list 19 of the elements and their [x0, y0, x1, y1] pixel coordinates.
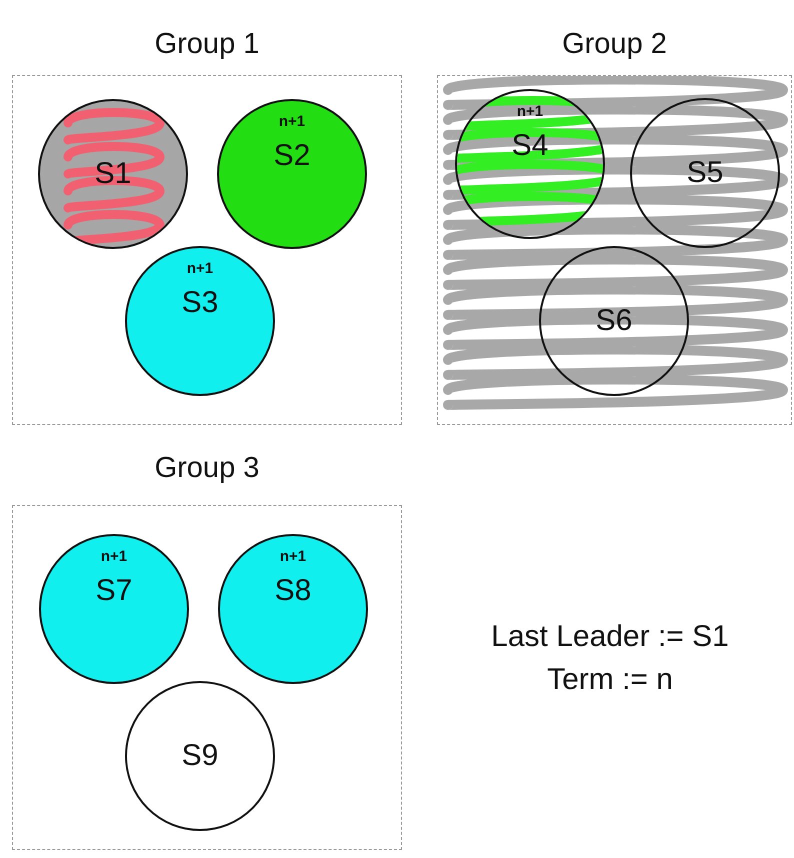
note-text: Term := n — [546, 663, 674, 697]
circle-node — [455, 89, 605, 239]
circle-node — [630, 98, 780, 248]
node-label: S2 — [272, 139, 312, 173]
node-label: S7 — [94, 574, 134, 608]
node-label: S9 — [180, 739, 220, 773]
term-label: n+1 — [100, 548, 128, 565]
circle-node — [539, 246, 689, 396]
term-label: n+1 — [278, 548, 308, 565]
node-label: S1 — [94, 157, 132, 191]
note-text: Last Leader := S1 — [490, 620, 730, 654]
term-label: n+1 — [516, 103, 544, 120]
group-title: Group 1 — [154, 28, 260, 61]
term-label: n+1 — [186, 260, 214, 277]
group-title: Group 3 — [154, 452, 260, 485]
group-title: Group 2 — [561, 28, 668, 61]
node-label: S3 — [180, 286, 220, 320]
term-label: n+1 — [278, 113, 306, 130]
node-label: S8 — [274, 574, 312, 608]
